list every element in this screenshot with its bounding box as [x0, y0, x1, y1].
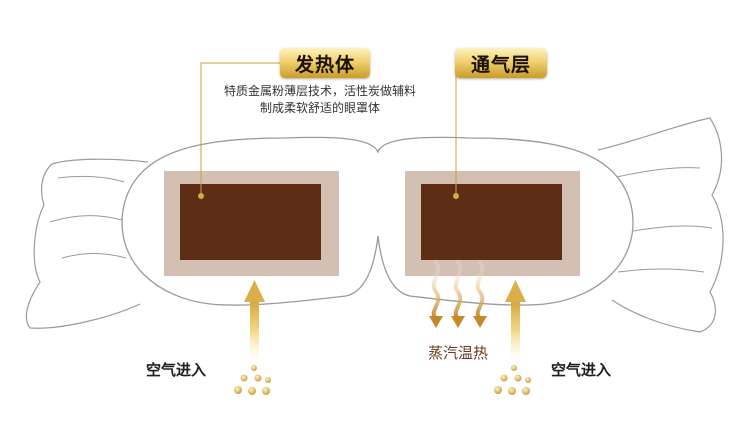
steam-wave-icon [431, 260, 485, 320]
right-pad-inner [421, 184, 562, 260]
callout-dot-ventilation [453, 193, 459, 199]
up-arrow-icon [505, 280, 526, 362]
callout-dot-heating [198, 193, 204, 199]
heating-layer-badge: 发热体 [280, 48, 370, 78]
steam-arrowheads [429, 316, 487, 328]
ventilation-layer-badge: 通气层 [455, 48, 547, 78]
air-in-right-label: 空气进入 [551, 361, 612, 379]
steam-heat-label: 蒸汽温热 [428, 344, 489, 362]
up-arrow-icon [244, 280, 265, 362]
description-line-1: 特质金属粉薄层技术，活性炭做辅料 [223, 84, 416, 98]
heating-description: 特质金属粉薄层技术，活性炭做辅料 制成柔软舒适的眼罩体 [200, 83, 440, 117]
left-strap [25, 158, 149, 329]
particle-dots-icon [234, 365, 271, 395]
air-in-left-label: 空气进入 [146, 361, 207, 379]
callout-line-heating [200, 62, 280, 196]
description-line-2: 制成柔软舒适的眼罩体 [259, 101, 380, 115]
particle-dots-icon [494, 365, 531, 395]
right-strap [597, 117, 724, 333]
